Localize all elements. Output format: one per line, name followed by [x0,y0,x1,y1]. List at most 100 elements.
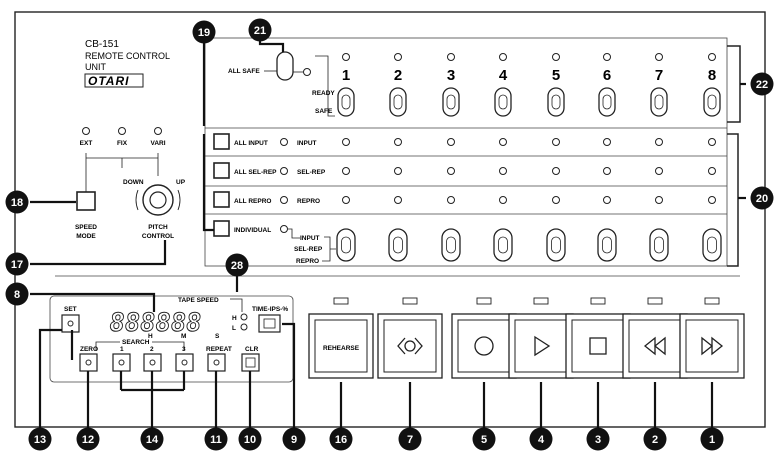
input-row-label: INPUT [297,140,317,147]
safe-label: SAFE [315,108,333,115]
track-sel-rep-lamp [552,167,560,175]
all-repro-button[interactable] [213,191,230,208]
callout-number: 21 [254,25,266,37]
brand-logo-text: OTARI [88,74,129,88]
callout-21: 21 [248,18,272,42]
tape-speed-label: TAPE SPEED [178,297,219,304]
search-label: SEARCH [122,339,150,346]
callout-10: 10 [238,427,262,451]
clr-button[interactable] [241,353,260,372]
track-ready-lamp [447,53,455,61]
speed-mode-button[interactable] [76,191,96,211]
track-number: 4 [499,67,508,84]
callout-number: 5 [481,434,487,446]
track-input-lamp [499,138,507,146]
time-ips-button-inner [263,318,276,329]
all-input-lamp [280,138,288,146]
track-mode-switch-lever [551,236,561,254]
transport-buttons [308,297,745,379]
track-column-4: 4 [493,53,513,262]
display-s: S [215,333,220,340]
transport-lamp [704,297,720,305]
unit-name-line1: REMOTE CONTROL [85,51,170,61]
track-safe-switch-lever [707,94,717,110]
callout-8: 8 [5,282,29,306]
callout-number: 8 [14,289,20,301]
all-sel-rep-button[interactable] [213,162,230,179]
callout-22: 22 [750,72,774,96]
callout-number: 4 [538,434,545,446]
pitch-control-knob[interactable] [142,184,174,216]
speed-bracket [85,153,159,192]
track-ready-lamp [708,53,716,61]
rehearse-button[interactable] [308,297,374,379]
track-column-7: 7 [649,53,669,262]
individual-label: INDIVIDUAL [234,227,271,234]
rewind-button[interactable] [622,297,688,379]
track-repro-lamp [499,196,507,204]
rewind-icon [643,336,666,356]
callout-28: 28 [225,253,249,277]
fix-lamp [118,127,126,135]
track-input-lamp [552,138,560,146]
track-input-lamp [708,138,716,146]
track-sel-rep-lamp [603,167,611,175]
all-safe-label: ALL SAFE [228,68,260,75]
down-label: DOWN [123,179,144,186]
display-h: H [148,333,153,340]
stop-button[interactable] [565,297,631,379]
callout-number: 9 [291,434,297,446]
callout-18: 18 [5,190,29,214]
all-input-label: ALL INPUT [234,140,268,147]
ind-sel-rep-label: SEL-REP [294,246,323,253]
track-number: 1 [342,67,350,84]
callout-3: 3 [586,427,610,451]
callout-number: 13 [34,434,46,446]
edit-button[interactable] [377,297,443,379]
speed-mode-label-2: MODE [76,233,96,240]
callout-number: 7 [407,434,413,446]
track-number: 5 [552,67,560,84]
callout-5: 5 [472,427,496,451]
callout-7: 7 [398,427,422,451]
track-mode-switch-lever [446,236,456,254]
fast-forward-button[interactable] [679,297,745,379]
track-sel-rep-lamp [499,167,507,175]
all-safe-switch[interactable] [276,51,294,81]
pitch-label-1: PITCH [148,224,168,231]
zero-label: ZERO [80,346,98,353]
display-m: M [181,333,186,340]
track-mode-switch-lever [654,236,664,254]
track-safe-switch-lever [654,94,664,110]
track-repro-lamp [603,196,611,204]
search-1-button[interactable] [112,353,131,372]
callout-number: 12 [82,434,94,446]
track-safe-switch-lever [498,94,508,110]
all-safe-lamp [303,68,311,76]
individual-lamp [280,225,288,233]
all-input-button[interactable] [213,133,230,150]
ext-label: EXT [80,140,93,147]
transport-lamp [647,297,663,305]
track-ready-lamp [655,53,663,61]
callout-17: 17 [5,252,29,276]
up-label: UP [176,179,186,186]
search-3-button[interactable] [175,353,194,372]
play-button[interactable] [508,297,574,379]
repeat-button[interactable] [207,353,226,372]
time-ips-label: TIME-IPS-% [252,306,288,313]
callout-number: 16 [335,434,347,446]
track-input-lamp [655,138,663,146]
individual-button[interactable] [213,220,230,237]
callout-number: 17 [11,259,23,271]
track-sel-rep-lamp [708,167,716,175]
search-2-button[interactable] [143,353,162,372]
callout-number: 14 [146,434,159,446]
individual-bracket [288,228,300,239]
track-ready-lamp [342,53,350,61]
all-repro-lamp [280,196,288,204]
zero-button[interactable] [79,353,98,372]
record-button[interactable] [451,297,517,379]
track-safe-switch-lever [341,94,351,110]
